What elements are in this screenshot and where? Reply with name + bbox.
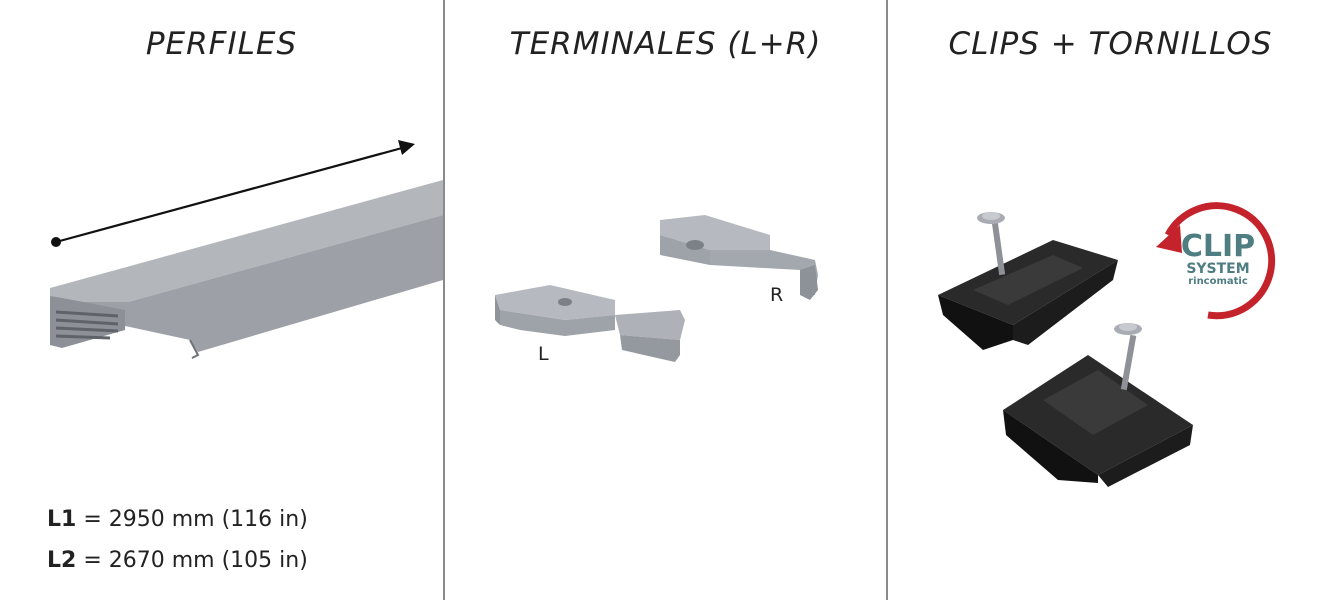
terminal-left-illustration — [495, 285, 685, 362]
profile-front-face — [50, 215, 443, 352]
panel-divider-2 — [886, 0, 888, 600]
profile-illustration — [50, 140, 443, 359]
terminal-right-illustration — [660, 215, 818, 300]
terminal-right-label: R — [770, 284, 784, 306]
spec-l2-key: L2 — [47, 548, 77, 573]
clips-title: CLIPS + TORNILLOS — [948, 26, 1273, 62]
clip-upper-illustration — [938, 212, 1118, 350]
spec-l1-value: = 2950 mm (116 in) — [83, 507, 308, 532]
clip-system-logo-arrow — [1156, 202, 1276, 320]
terminals-title: TERMINALES (L+R) — [509, 26, 822, 62]
spec-l1-key: L1 — [47, 507, 77, 532]
profile-top-face — [50, 180, 443, 302]
terminal-left-label: L — [538, 343, 549, 365]
length-arrow-origin-dot — [51, 237, 61, 247]
clip-system-logo: CLIP SYSTEM rincomatic — [1178, 232, 1258, 288]
clip-logo-word: CLIP — [1180, 229, 1256, 264]
length-arrow-head — [398, 140, 415, 155]
terminals-panel: TERMINALES (L+R) L R — [445, 0, 886, 600]
profiles-panel: PERFILES L1 = 2950 mm (116 in) L2 = 2670… — [0, 0, 443, 600]
profile-lip — [189, 339, 200, 359]
length-arrow-line — [55, 146, 403, 244]
spec-l2-value: = 2670 mm (105 in) — [83, 548, 308, 573]
profiles-title: PERFILES — [145, 26, 298, 62]
clip-logo-system: SYSTEM — [1186, 261, 1250, 277]
clips-panel: CLIPS + TORNILLOS CLIP SYSTEM rincomatic — [888, 0, 1333, 600]
clip-lower-illustration — [1003, 323, 1193, 487]
spec-l1: L1 = 2950 mm (116 in) — [47, 507, 308, 532]
profile-grooves — [55, 310, 119, 340]
spec-l2: L2 = 2670 mm (105 in) — [47, 548, 308, 573]
clip-logo-brand: rincomatic — [1188, 276, 1248, 287]
panel-divider-1 — [443, 0, 445, 600]
